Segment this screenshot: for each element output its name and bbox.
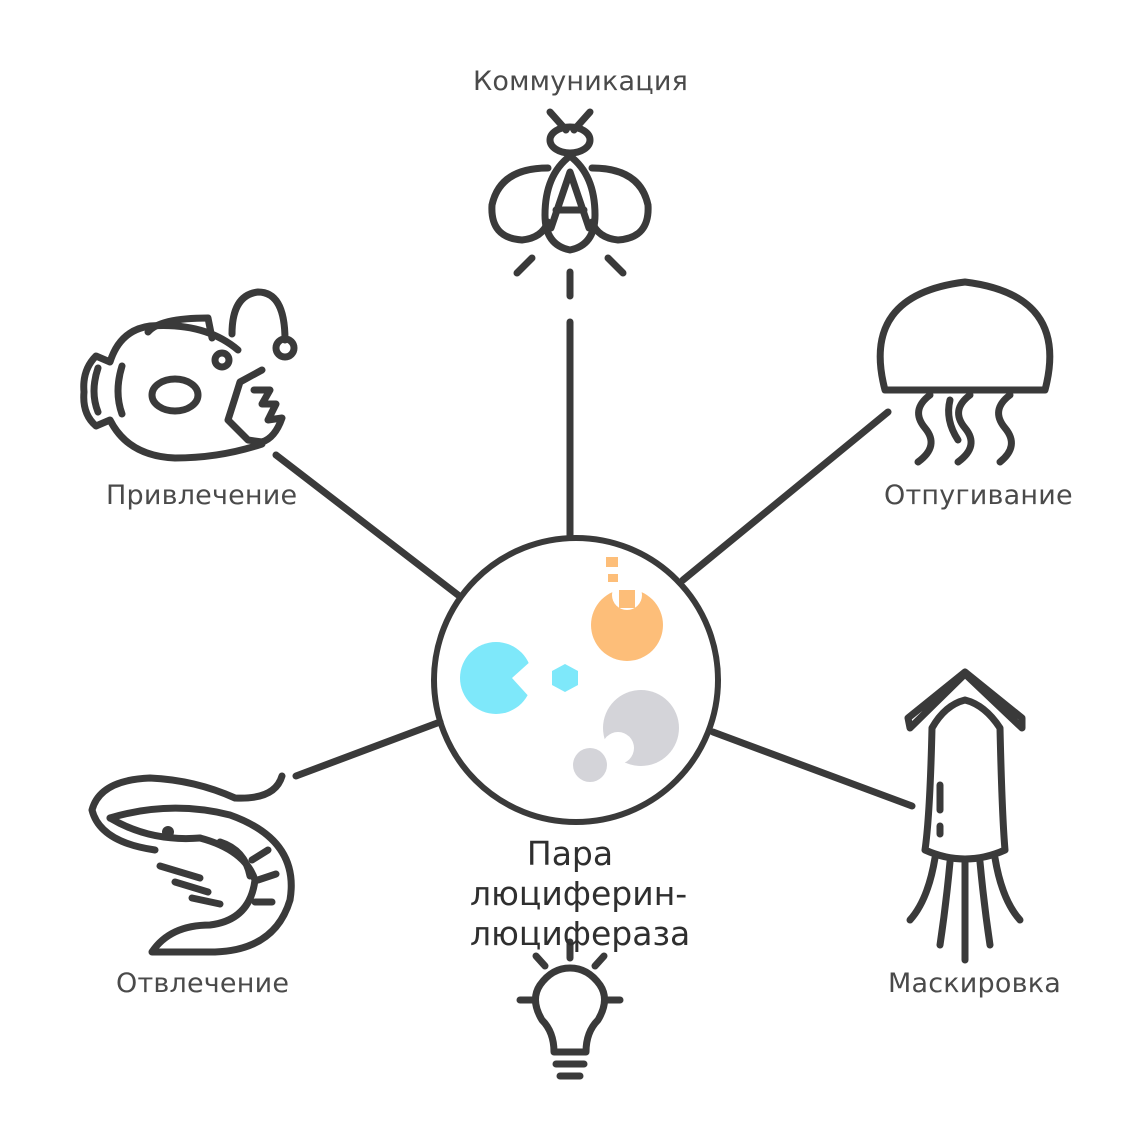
connector-left-lower xyxy=(292,718,444,780)
label-attraction: Привлечение xyxy=(106,480,298,511)
connector-right-upper xyxy=(679,408,892,584)
jellyfish-icon xyxy=(876,278,1054,466)
center-label: Пара люциферин- люцифераза xyxy=(470,834,691,954)
center-label-line1: Пара xyxy=(526,834,614,873)
firefly-icon xyxy=(488,108,652,300)
molecules xyxy=(460,557,679,782)
label-distraction: Отвлечение xyxy=(116,968,290,999)
label-communication: Коммуникация xyxy=(473,66,689,97)
label-camouflage: Маскировка xyxy=(888,968,1061,999)
connector-right-lower xyxy=(709,728,916,810)
gray-oxyluciferin xyxy=(573,690,679,782)
lightbulb-icon xyxy=(516,938,624,1080)
center-label-line2: люциферин- xyxy=(470,874,688,913)
center-circle xyxy=(431,535,721,825)
shrimp-icon xyxy=(88,772,295,956)
connector-left-upper xyxy=(272,451,462,599)
label-repelling: Отпугивание xyxy=(884,480,1073,511)
cyan-luciferase xyxy=(460,642,578,714)
anglerfish-icon xyxy=(80,288,298,462)
squid-icon xyxy=(904,668,1026,964)
center-label-line3: люцифераза xyxy=(470,914,691,953)
orange-luciferin xyxy=(591,557,663,661)
